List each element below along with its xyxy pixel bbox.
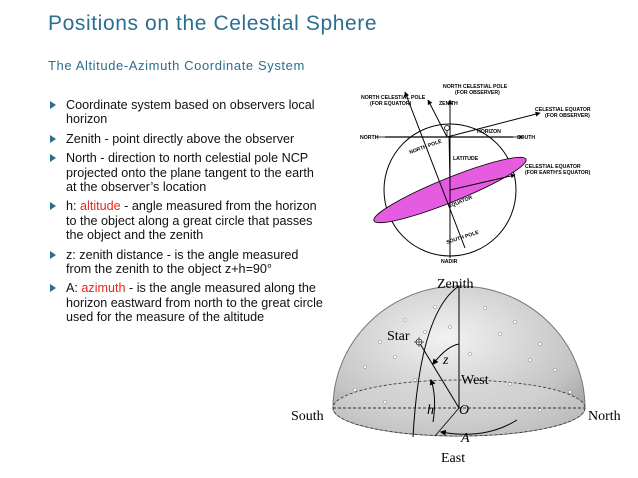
dome-star-label: Star [387, 329, 410, 344]
zenith-label: ZENITH [439, 101, 458, 107]
bullet-arrow-icon [50, 134, 56, 143]
bullet-text: Coordinate system based on observers loc… [66, 98, 315, 127]
bullet-prefix: h: [66, 199, 81, 214]
celestial-equator-observer-label: CELESTIAL EQUATOR [535, 107, 591, 113]
slide-subtitle: The Altitude-Azimuth Coordinate System [48, 58, 305, 73]
azimuth-highlight: azimuth [81, 281, 126, 296]
slide-title: Positions on the Celestial Sphere [48, 12, 378, 35]
earth-equator-arrow [449, 173, 516, 191]
celestial-equator-earth-sublabel: (FOR EARTH'S EQUATOR) [525, 170, 591, 176]
north-label: NORTH [360, 135, 379, 141]
dome-h-label: h [427, 403, 434, 418]
dome-north-label: North [588, 409, 621, 424]
celestial-equator-observer-sublabel: (FOR OBSERVER) [545, 113, 590, 119]
azimuth-angle-arc [439, 419, 518, 436]
dome-south-label: South [291, 409, 324, 424]
star-line [418, 341, 460, 409]
bullet-item: Coordinate system based on observers loc… [50, 98, 325, 127]
latitude-label: LATITUDE [453, 156, 479, 162]
nadir-label: NADIR [441, 259, 458, 265]
bullet-item: North - direction to north celestial pol… [50, 151, 325, 194]
ncp-equator-label: NORTH CELESTIAL POLE [361, 95, 426, 101]
bullet-prefix: A: [66, 281, 82, 296]
dome-z-label: z [442, 353, 449, 368]
zenith-angle-arc [432, 343, 460, 365]
observer-equator-arrow [446, 111, 541, 138]
dome-o-label: O [459, 403, 469, 418]
bullet-arrow-icon [50, 154, 56, 163]
ncp-observer-sublabel: (FOR OBSERVER) [455, 90, 500, 96]
bullet-text: z: zenith distance - is the angle measur… [66, 247, 299, 277]
dome-east-label: East [441, 451, 465, 466]
east-axis [434, 407, 460, 437]
latitude-line [448, 136, 451, 191]
bullet-arrow-icon [50, 284, 56, 293]
ncp-equator-sublabel: (FOR EQUATOR) [370, 101, 412, 107]
horizon-label: HORIZON [477, 129, 501, 135]
bullet-item: A: azimuth - is the angle measured along… [50, 281, 325, 324]
south-label: SOUTH [517, 135, 535, 141]
alt-az-dome-diagram: Zenith Star z West h O South North A Eas… [291, 277, 621, 466]
polar-axis [404, 91, 466, 249]
dome-west-label: West [461, 373, 489, 388]
dome-zenith-label: Zenith [437, 277, 474, 292]
star-meridian-arc [412, 285, 460, 438]
bullet-text: Zenith - point directly above the observ… [66, 131, 295, 146]
celestial-equator-earth-label: CELESTIAL EQUATOR [525, 164, 581, 170]
altitude-highlight: altitude [80, 199, 121, 214]
bullet-arrow-icon [50, 202, 56, 211]
bullet-suffix: - is the angle measured along the horizo… [66, 281, 323, 325]
celestial-sphere-diagram: NORTH CELESTIAL POLE (FOR OBSERVER) NORT… [360, 84, 591, 265]
dome-a-label: A [460, 431, 470, 446]
bullet-item: z: zenith distance - is the angle measur… [50, 248, 325, 277]
bullet-suffix: - angle measured from the horizon to the… [66, 199, 317, 243]
bullet-item: Zenith - point directly above the observ… [50, 132, 325, 146]
altitude-angle-arc [429, 378, 436, 423]
ncp-observer-label: NORTH CELESTIAL POLE [443, 84, 508, 90]
bullet-text: North - direction to north celestial pol… [66, 151, 314, 195]
bullet-list: Coordinate system based on observers loc… [50, 98, 325, 330]
star-field [353, 305, 572, 412]
bullet-item: h: altitude - angle measured from the ho… [50, 199, 325, 242]
star-icon [414, 337, 424, 347]
bullet-arrow-icon [50, 250, 56, 259]
bullet-arrow-icon [50, 101, 56, 109]
observer-ncp-arrow [427, 99, 448, 138]
